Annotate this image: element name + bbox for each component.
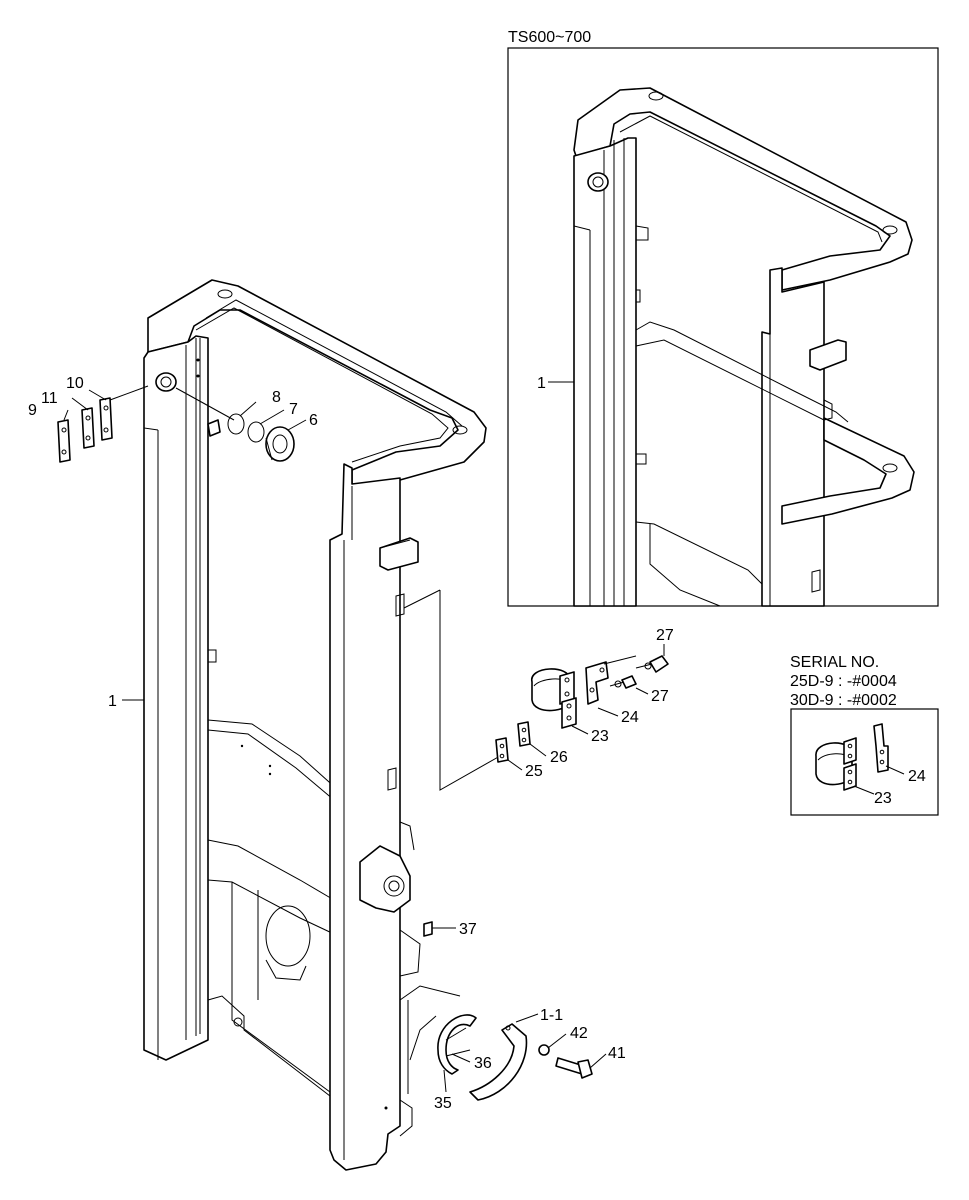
callout-23: 23	[591, 728, 609, 745]
inset-serial-no: SERIAL NO. 25D-9 : -#0004 30D-9 : -#0002…	[790, 654, 939, 816]
callout-36: 36	[474, 1055, 492, 1072]
callout-42: 42	[570, 1025, 588, 1042]
callout-labels: 1 10 11 9 8 7 6 27 27 24 23 26 25 37 1-1…	[28, 375, 674, 1112]
inset-callout-1: 1	[537, 375, 546, 392]
callout-1-1: 1-1	[540, 1007, 563, 1024]
serial-line-1: 25D-9 : -#0004	[790, 673, 897, 690]
serial-callout-24: 24	[908, 768, 926, 785]
serial-heading: SERIAL NO.	[790, 654, 879, 671]
inset-title: TS600~700	[508, 29, 591, 46]
callout-27a: 27	[656, 627, 674, 644]
hose-clamp-group-23-27	[495, 655, 669, 763]
callout-37: 37	[459, 921, 477, 938]
callout-25: 25	[525, 763, 543, 780]
plate-parts-9-11	[57, 385, 149, 463]
callout-10: 10	[66, 375, 84, 392]
callout-6: 6	[309, 412, 318, 429]
callout-24: 24	[621, 709, 639, 726]
tilt-bushing-group	[409, 921, 593, 1101]
inset-ts600-700: TS600~700 1	[507, 29, 939, 607]
callout-11: 11	[41, 390, 58, 407]
callout-leaders	[63, 389, 665, 1093]
callout-9: 9	[28, 402, 37, 419]
callout-8: 8	[272, 389, 281, 406]
roller-and-shims-6-8	[155, 372, 295, 462]
callout-1: 1	[108, 693, 117, 710]
serial-callout-23: 23	[874, 790, 892, 807]
serial-line-2: 30D-9 : -#0002	[790, 692, 897, 709]
callout-7: 7	[289, 401, 298, 418]
callout-35: 35	[434, 1095, 452, 1112]
callout-27b: 27	[651, 688, 669, 705]
outer-mast-frame	[143, 279, 501, 1171]
callout-41: 41	[608, 1045, 626, 1062]
callout-26: 26	[550, 749, 568, 766]
